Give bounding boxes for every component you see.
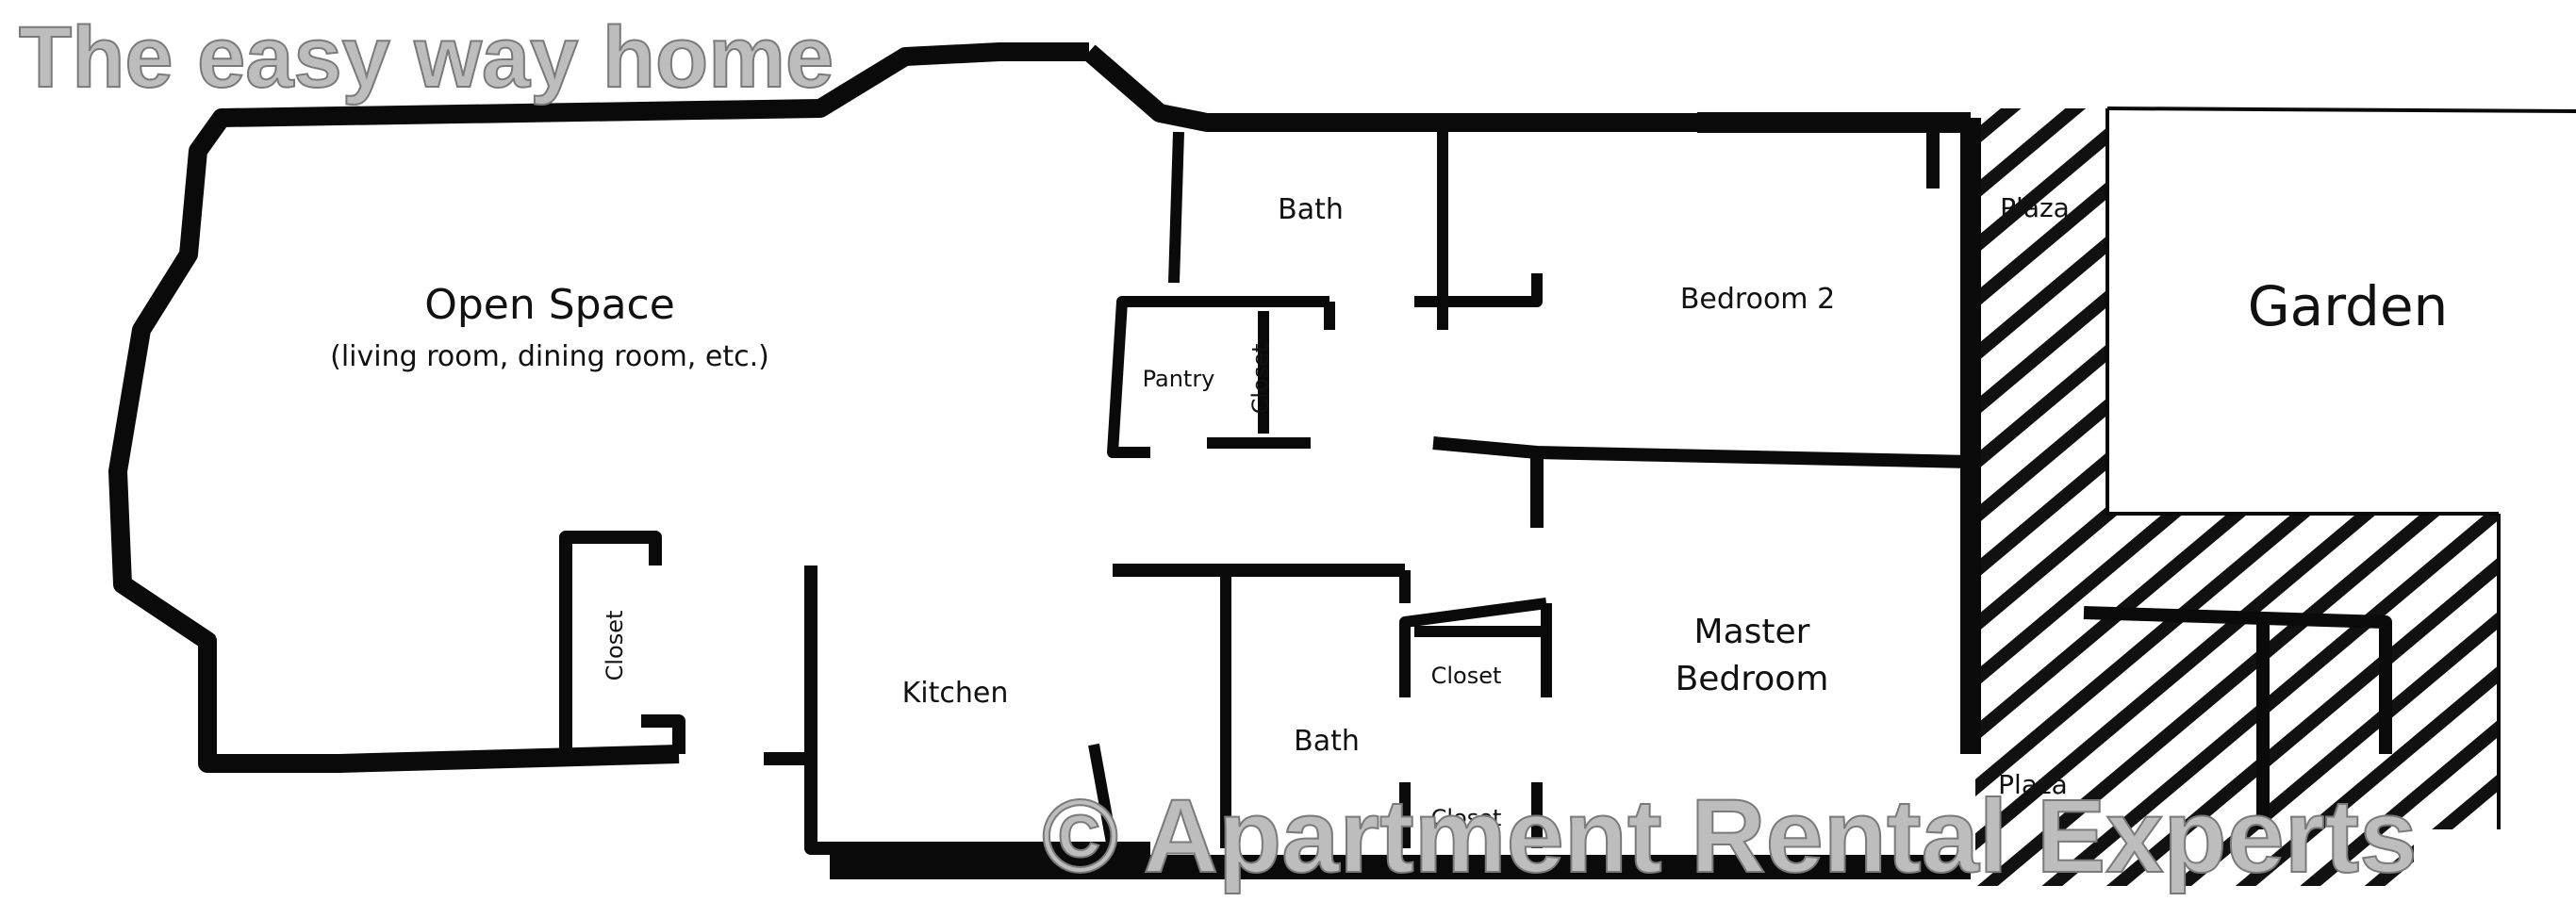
plaza-top-hatch — [1975, 108, 2107, 514]
label-garden: Garden — [2248, 274, 2449, 338]
kitchen-walls — [764, 564, 1405, 855]
label-closet-master: Closet — [1431, 663, 1502, 689]
pantry-walls — [1107, 296, 1335, 458]
bedroom-2-bottom-wall — [1432, 436, 1972, 468]
exterior-line-garden-top — [2106, 107, 2576, 113]
label-bath-top: Bath — [1278, 193, 1344, 226]
closet-open-space-walls — [559, 531, 685, 754]
room-labels: Open Space (living room, dining room, et… — [330, 192, 2448, 831]
bath-top-right-wall — [1414, 132, 1543, 330]
label-master-bedroom-2: Bedroom — [1676, 660, 1829, 698]
exterior-line-garden — [2105, 108, 2499, 516]
label-open-space-sub: (living room, dining room, etc.) — [330, 340, 769, 373]
label-closet-pantry: Closet — [1247, 344, 1274, 415]
copyright-watermark: © Apartment Rental Experts — [1042, 779, 2417, 894]
label-plaza-top: Plaza — [2000, 192, 2070, 223]
label-kitchen: Kitchen — [902, 677, 1009, 710]
plaza-bottom-wall — [2083, 606, 2392, 829]
label-closet-open: Closet — [602, 611, 628, 681]
label-bedroom-2: Bedroom 2 — [1680, 283, 1835, 316]
label-master-bedroom-1: Master — [1694, 613, 1810, 651]
open-space-wall — [108, 42, 1876, 773]
label-pantry: Pantry — [1143, 366, 1215, 392]
closet-bottom-walls — [1399, 782, 1543, 848]
closet-master-walls — [1399, 598, 1552, 697]
label-plaza-bottom: Plaza — [1998, 769, 2068, 800]
bath-bottom-walls — [1088, 570, 1411, 850]
label-open-space: Open Space — [424, 281, 675, 329]
label-bath-bottom: Bath — [1294, 725, 1360, 758]
bath-top-left-wall — [1168, 131, 1184, 284]
walls — [108, 42, 2576, 879]
label-closet-bottom: Closet — [1431, 805, 1502, 831]
title-watermark: The easy way home — [19, 9, 834, 106]
